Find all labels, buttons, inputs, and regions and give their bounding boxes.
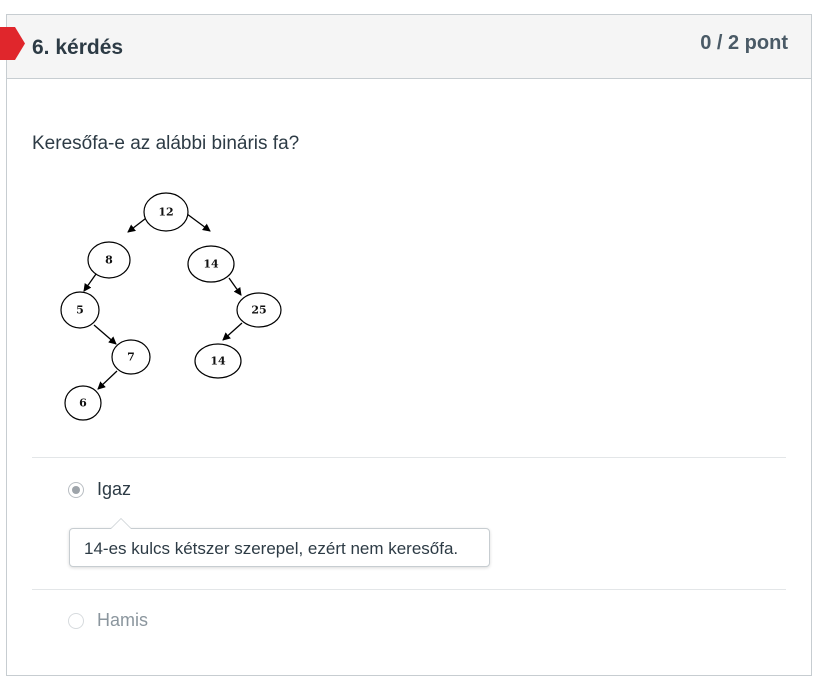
radio-unselected-icon[interactable]: [68, 612, 84, 629]
tree-edge: [222, 322, 243, 341]
tree-node-label: 5: [76, 304, 84, 317]
answer-option-igaz[interactable]: Igaz: [68, 479, 131, 500]
answer-divider: [32, 457, 786, 458]
tree-node-label: 7: [127, 351, 135, 364]
tree-node: [236, 292, 282, 328]
tree-node-label: 14: [210, 355, 226, 368]
question-points: 0 / 2 pont: [700, 32, 788, 54]
tree-node: [64, 385, 102, 421]
tree-node-label: 6: [79, 397, 87, 410]
tree-edge: [93, 324, 117, 345]
tree-node: [60, 291, 100, 329]
tree-node: [143, 192, 189, 232]
binary-tree-diagram: 12 8 14 5 25 7 14 6: [60, 192, 282, 421]
tree-node: [194, 343, 242, 379]
answer-divider: [32, 589, 786, 590]
comment-text: 14-es kulcs kétszer szerepel, ezért nem …: [84, 539, 459, 558]
answer-comment-tooltip: 14-es kulcs kétszer szerepel, ezért nem …: [69, 518, 490, 567]
tree-node: [87, 241, 131, 279]
answer-label: Igaz: [97, 479, 132, 499]
tree-node-label: 14: [203, 258, 219, 271]
tree-node-label: 12: [158, 206, 173, 219]
question-text: Keresőfa-e az alábbi bináris fa?: [32, 133, 300, 154]
question-title: 6. kérdés: [32, 36, 124, 59]
question-header: 6. kérdés 0 / 2 pont: [0, 15, 811, 79]
radio-selected-icon[interactable]: [68, 481, 84, 498]
tree-edge: [228, 277, 242, 296]
tree-node-label: 25: [251, 304, 266, 317]
tree-node: [187, 245, 235, 283]
answer-label: Hamis: [97, 610, 149, 630]
tree-edge: [83, 273, 97, 292]
bookmark-flag-icon[interactable]: [0, 27, 25, 60]
tree-node-label: 8: [105, 254, 113, 267]
tree-node: [111, 339, 151, 375]
tree-edge: [97, 370, 118, 390]
question-card: 6. kérdés 0 / 2 pont Keresőfa-e az alább…: [0, 14, 812, 676]
answer-option-hamis[interactable]: Hamis: [68, 610, 148, 631]
